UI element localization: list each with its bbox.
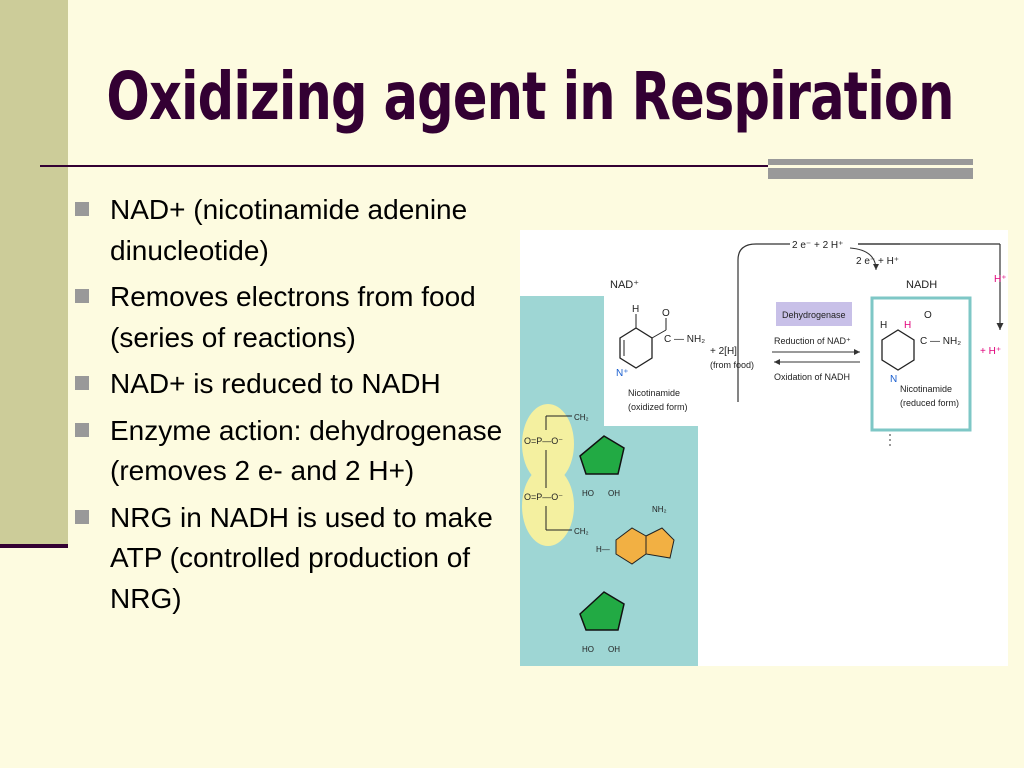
adenine-h: H— [596, 545, 610, 554]
adenine-ring-right [645, 527, 675, 559]
nicotinamide-oxidized-box [604, 296, 698, 426]
reduction-label: Reduction of NAD⁺ [774, 336, 851, 346]
ribose-top-oh: OH [608, 489, 620, 498]
bullet-text: NAD+ (nicotinamide adenine dinucleotide) [110, 194, 468, 266]
dehydrogenase-label: Dehydrogenase [782, 310, 846, 320]
food-sublabel: (from food) [710, 360, 754, 370]
ribose-bottom-ho: HO [582, 645, 594, 654]
ribose-bottom-oh: OH [608, 645, 620, 654]
svg-text:H: H [632, 304, 639, 315]
svg-text:CH₂: CH₂ [574, 527, 589, 536]
title-rule [40, 165, 770, 167]
phosphate-group-top [522, 404, 574, 484]
nicotinamide-reduced-label: Nicotinamide [900, 384, 952, 394]
nicotinamide-reduced-form: (reduced form) [900, 398, 959, 408]
bullet-text: Removes electrons from food (series of r… [110, 281, 476, 353]
bullet-item: NAD+ (nicotinamide adenine dinucleotide) [72, 190, 518, 271]
svg-text:H: H [904, 320, 911, 331]
side-bar-rule [0, 544, 68, 548]
phosphate-group-bottom [522, 466, 574, 546]
svg-text:C — NH₂: C — NH₂ [920, 336, 961, 347]
top-label-bg [790, 236, 858, 252]
square-bullet-icon [75, 376, 89, 390]
svg-text:O: O [662, 308, 670, 319]
title-rule-accent [768, 159, 973, 179]
svg-text:O=P—O⁻: O=P—O⁻ [524, 436, 563, 446]
slide-title: Oxidizing agent in Respiration [106, 58, 954, 135]
bullet-text: NRG in NADH is used to make ATP (control… [110, 501, 493, 614]
nad-diagram-svg: NAD⁺ NADH 2 e⁻ + 2 H⁺ 2 e⁻ + H⁺ H⁺ + H⁺ … [520, 236, 1007, 666]
square-bullet-icon [75, 422, 89, 437]
ribose-top [579, 435, 625, 475]
bullet-text: Enzyme action: dehydrogenase (removes 2 … [110, 414, 503, 487]
plus-h-label: + H⁺ [980, 346, 1001, 357]
ribose-top-ho: HO [582, 489, 594, 498]
square-bullet-icon [75, 509, 89, 524]
square-bullet-icon [75, 202, 89, 216]
svg-text:O=P—O⁻: O=P—O⁻ [524, 492, 563, 502]
svg-text:N⁺: N⁺ [616, 368, 629, 379]
ribose-bottom [579, 591, 625, 631]
nicotinamide-oxidized-structure: H O C — NH₂ N⁺ [616, 304, 705, 379]
right-h-label: H⁺ [994, 274, 1007, 285]
top-cycle-line [737, 243, 900, 402]
bullet-text: NAD+ is reduced to NADH [110, 368, 441, 399]
bullet-item: Enzyme action: dehydrogenase (removes 2 … [72, 411, 518, 492]
svg-text:C — NH₂: C — NH₂ [664, 334, 705, 345]
nad-diagram: NAD⁺ NADH 2 e⁻ + 2 H⁺ 2 e⁻ + H⁺ H⁺ + H⁺ … [520, 230, 1008, 666]
svg-text:N: N [890, 374, 897, 385]
bullet-item: NRG in NADH is used to make ATP (control… [72, 498, 518, 620]
bullet-list: NAD+ (nicotinamide adenine dinucleotide)… [72, 190, 518, 625]
bullet-item: NAD+ is reduced to NADH [72, 364, 518, 405]
nadh-label: NADH [906, 279, 937, 291]
dehydrogenase-box [776, 302, 852, 326]
inner-arrow [849, 247, 879, 271]
side-bar-accent [0, 0, 68, 548]
svg-text:CH₂: CH₂ [574, 413, 589, 422]
top-arrow-label: 2 e⁻ + 2 H⁺ [792, 240, 843, 251]
nadh-box [870, 296, 972, 432]
svg-text:H: H [880, 320, 887, 331]
phosphate-backbone: O=P—O⁻ O=P—O⁻ CH₂ CH₂ [524, 413, 589, 536]
square-bullet-icon [75, 289, 89, 303]
food-label: + 2[H] [710, 346, 737, 357]
nad-label: NAD⁺ [610, 279, 639, 291]
nicotinamide-oxidized-form: (oxidized form) [628, 402, 688, 412]
inner-arrow-label: 2 e⁻ + H⁺ [856, 256, 899, 267]
bullet-item: Removes electrons from food (series of r… [72, 277, 518, 358]
adenine-nh2: NH₂ [652, 505, 667, 514]
svg-text:O: O [924, 310, 932, 321]
oxidation-label: Oxidation of NADH [774, 372, 850, 382]
nicotinamide-oxidized-label: Nicotinamide [628, 388, 680, 398]
nicotinamide-reduced-structure: H H O C — NH₂ N [880, 310, 961, 385]
